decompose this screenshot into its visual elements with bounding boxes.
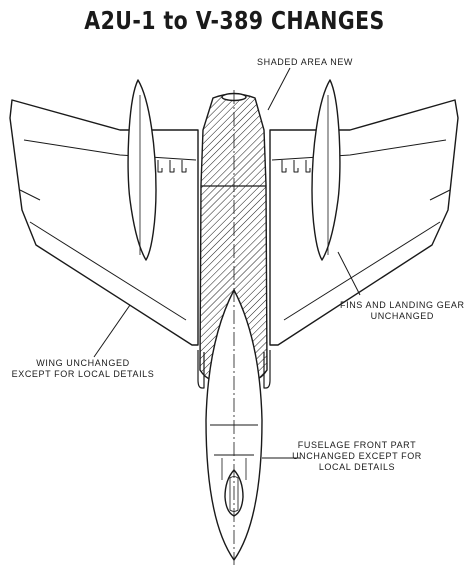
right-main-gear — [263, 350, 271, 389]
left-main-gear — [197, 350, 205, 389]
right-fin — [311, 79, 341, 261]
label-wing-line2: EXCEPT FOR LOCAL DETAILS — [11, 369, 155, 379]
leader-wing — [93, 304, 131, 358]
label-shaded-area: SHADED AREA NEW — [257, 57, 354, 67]
right-wing-flap-line — [271, 139, 447, 161]
leader-shaded — [267, 67, 291, 111]
left-wing-trailing-line — [29, 221, 187, 321]
diagram-title: A2U-1 to V-389 CHANGES — [84, 6, 385, 35]
right-wing-trailing-line — [283, 221, 441, 321]
label-fins-gear: FINS AND LANDING GEAR UNCHANGED — [340, 300, 465, 322]
label-fuselage-front: FUSELAGE FRONT PART UNCHANGED EXCEPT FOR… — [290, 440, 424, 473]
leader-fins — [337, 251, 361, 296]
label-fuselage-line1: FUSELAGE FRONT PART — [297, 440, 417, 450]
label-wing-line1: WING UNCHANGED — [36, 358, 130, 368]
flap-hinges-left — [157, 160, 187, 173]
left-wing-flap-line — [23, 139, 197, 161]
flap-hinges-right — [281, 160, 311, 173]
label-fins-line2: UNCHANGED — [370, 311, 435, 321]
left-fin — [127, 79, 157, 261]
left-wing — [9, 99, 199, 346]
left-wing-aileron-line — [19, 189, 41, 201]
right-wing-aileron-line — [429, 189, 451, 201]
label-fuselage-line3: LOCAL DETAILS — [318, 462, 396, 472]
label-fins-line1: FINS AND LANDING GEAR — [340, 300, 465, 310]
label-wing: WING UNCHANGED EXCEPT FOR LOCAL DETAILS — [10, 358, 156, 380]
label-fuselage-line2: UNCHANGED EXCEPT FOR — [292, 451, 422, 461]
